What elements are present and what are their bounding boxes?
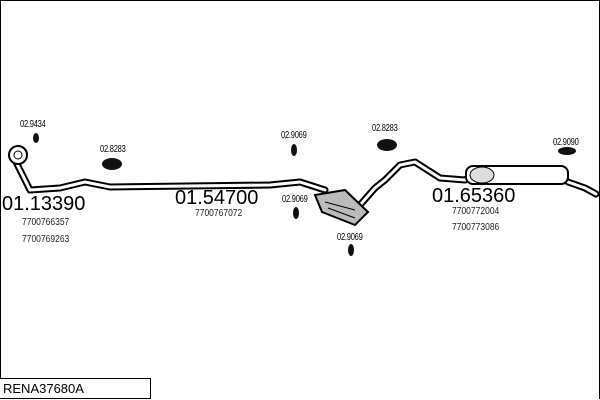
- hanger-icon: [293, 207, 299, 219]
- oe-number: 7700766357: [22, 217, 70, 228]
- ring-icon: [33, 133, 39, 143]
- fitting-label: 02.9090: [553, 137, 579, 148]
- part-number: 01.13390: [2, 193, 86, 215]
- part-number: 01.65360: [432, 185, 516, 207]
- fitting-label: 02.8283: [372, 123, 398, 134]
- fitting-label: 02.9069: [337, 232, 363, 243]
- fitting-label: 02.8283: [100, 144, 126, 155]
- catalyst-flange: [8, 145, 28, 165]
- fittings-icons: [33, 133, 576, 256]
- clamp-icon: [102, 158, 122, 170]
- part-number: 01.54700: [175, 187, 259, 209]
- fitting-label: 02.9069: [282, 194, 308, 205]
- oe-number: 7700773086: [452, 222, 500, 233]
- pipe-inner: [13, 158, 598, 207]
- oe-number: 7700767072: [195, 208, 243, 219]
- clamp-icon: [377, 139, 397, 151]
- drawing-code-box: RENA37680A: [0, 378, 151, 399]
- drawing-code: RENA37680A: [3, 381, 84, 396]
- oe-number: 7700772004: [452, 206, 500, 217]
- fitting-label: 02.9069: [281, 130, 307, 141]
- hanger-icon: [348, 244, 354, 256]
- hanger-icon: [291, 144, 297, 156]
- fitting-label: 02.9434: [20, 119, 46, 130]
- front-silencer: [313, 188, 370, 227]
- rear-silencer: [465, 165, 569, 185]
- oe-number: 7700769263: [22, 234, 70, 245]
- hanger-ring-icon: [558, 147, 576, 155]
